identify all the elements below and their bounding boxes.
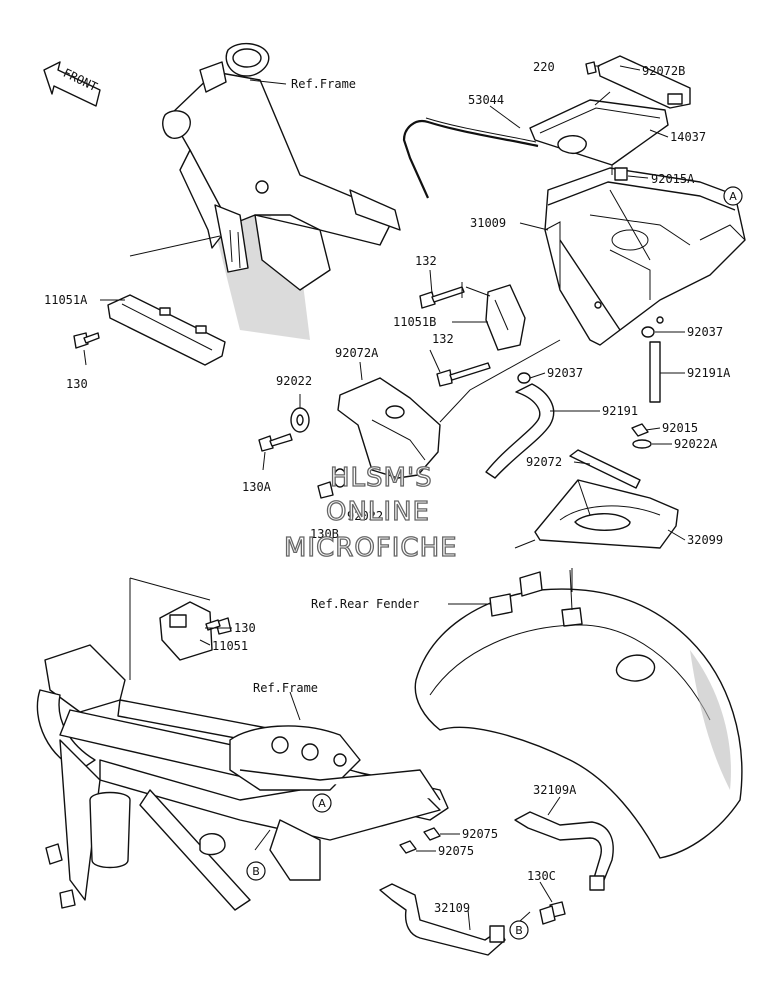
label-92037-lower: 92037 xyxy=(547,366,583,380)
label-ref-rear-fender: Ref.Rear Fender xyxy=(311,597,419,611)
rod-53044 xyxy=(402,117,539,199)
label-92022: 92022 xyxy=(276,374,312,388)
label-ref-frame-bottom: Ref.Frame xyxy=(253,681,318,695)
hose-32109 xyxy=(379,883,506,956)
watermark-line1: HLSM'S xyxy=(330,463,433,493)
label-11051b: 11051B xyxy=(393,315,436,329)
label-130a: 130A xyxy=(242,480,272,494)
bolt-130-lower xyxy=(205,617,232,635)
callout-a-top: A xyxy=(723,186,743,206)
washer-92022 xyxy=(290,407,310,433)
tray-14037 xyxy=(529,91,669,175)
ring-92075-lower xyxy=(399,840,417,854)
callout-b-left: B xyxy=(246,861,266,881)
hose-32109a xyxy=(514,811,614,891)
label-92075-lower: 92075 xyxy=(438,844,474,858)
label-92075-upper: 92075 xyxy=(462,827,498,841)
label-14037: 14037 xyxy=(670,130,706,144)
cover-32099 xyxy=(534,479,679,549)
callout-a-bottom-label: A xyxy=(318,797,326,810)
ring-92075-upper xyxy=(423,827,441,841)
label-130c: 130C xyxy=(527,869,556,883)
bracket-92072a xyxy=(337,377,441,479)
lower-frame-drawing xyxy=(36,644,449,911)
clip-92037-upper xyxy=(641,326,655,338)
callout-b-right: B xyxy=(509,920,529,940)
label-32109a: 32109A xyxy=(533,783,577,797)
label-92191a: 92191A xyxy=(687,366,731,380)
callout-b-right-label: B xyxy=(515,924,523,937)
bolt-130b xyxy=(317,468,347,499)
front-arrow-icon: FRONT xyxy=(43,61,101,107)
label-92015a: 92015A xyxy=(651,172,695,186)
rear-fender-drawing xyxy=(414,569,743,859)
cushion-92015a xyxy=(614,167,628,181)
label-53044: 53044 xyxy=(468,93,504,107)
label-130b: 130B xyxy=(310,527,339,541)
label-132-lower: 132 xyxy=(432,332,454,346)
callout-a-bottom: A xyxy=(312,793,332,813)
watermark-line2: ONLINE xyxy=(326,497,430,527)
label-31009: 31009 xyxy=(470,216,506,230)
callout-b-left-label: B xyxy=(252,865,260,878)
battery-case-31009 xyxy=(544,167,746,346)
bracket-11051b xyxy=(485,284,526,351)
label-92037-upper: 92037 xyxy=(687,325,723,339)
screw-220 xyxy=(585,61,597,75)
label-92191: 92191 xyxy=(602,404,638,418)
label-92072b: 92072B xyxy=(642,64,685,78)
label-ref-frame-top: Ref.Frame xyxy=(291,77,356,91)
label-130: 130 xyxy=(66,377,88,391)
bolt-130a xyxy=(258,433,293,452)
label-220: 220 xyxy=(533,60,555,74)
bolt-132-lower xyxy=(436,362,491,387)
label-92022a: 92022A xyxy=(674,437,718,451)
cushion-92015 xyxy=(631,423,649,437)
label-92022-lower: 92022 xyxy=(347,509,383,523)
label-32109: 32109 xyxy=(434,901,470,915)
label-11051: 11051 xyxy=(212,639,248,653)
bolt-132-upper xyxy=(419,286,465,309)
label-32099: 32099 xyxy=(687,533,723,547)
label-130-lower: 130 xyxy=(234,621,256,635)
bracket-11051 xyxy=(159,601,213,661)
watermark: HLSM'S ONLINE MICROFICHE xyxy=(283,462,458,563)
part-labels: Ref.Frame 220 92072B 53044 14037 92015A … xyxy=(44,60,731,915)
label-92072: 92072 xyxy=(526,455,562,469)
washer-92022a xyxy=(632,439,652,449)
upper-frame-drawing xyxy=(129,43,401,340)
label-92015: 92015 xyxy=(662,421,698,435)
clip-92037-lower xyxy=(517,372,531,384)
bolt-130 xyxy=(73,332,100,349)
bolt-130c xyxy=(539,901,566,925)
label-92072a: 92072A xyxy=(335,346,379,360)
label-11051a: 11051A xyxy=(44,293,88,307)
callout-a-top-label: A xyxy=(729,190,737,203)
hose-92191a xyxy=(649,341,661,403)
strap-92072 xyxy=(569,449,641,489)
hose-92191 xyxy=(485,383,555,479)
label-132-upper: 132 xyxy=(415,254,437,268)
watermark-line3: MICROFICHE xyxy=(284,533,458,563)
bracket-11051a xyxy=(107,294,226,366)
strap-92072b xyxy=(597,55,691,109)
